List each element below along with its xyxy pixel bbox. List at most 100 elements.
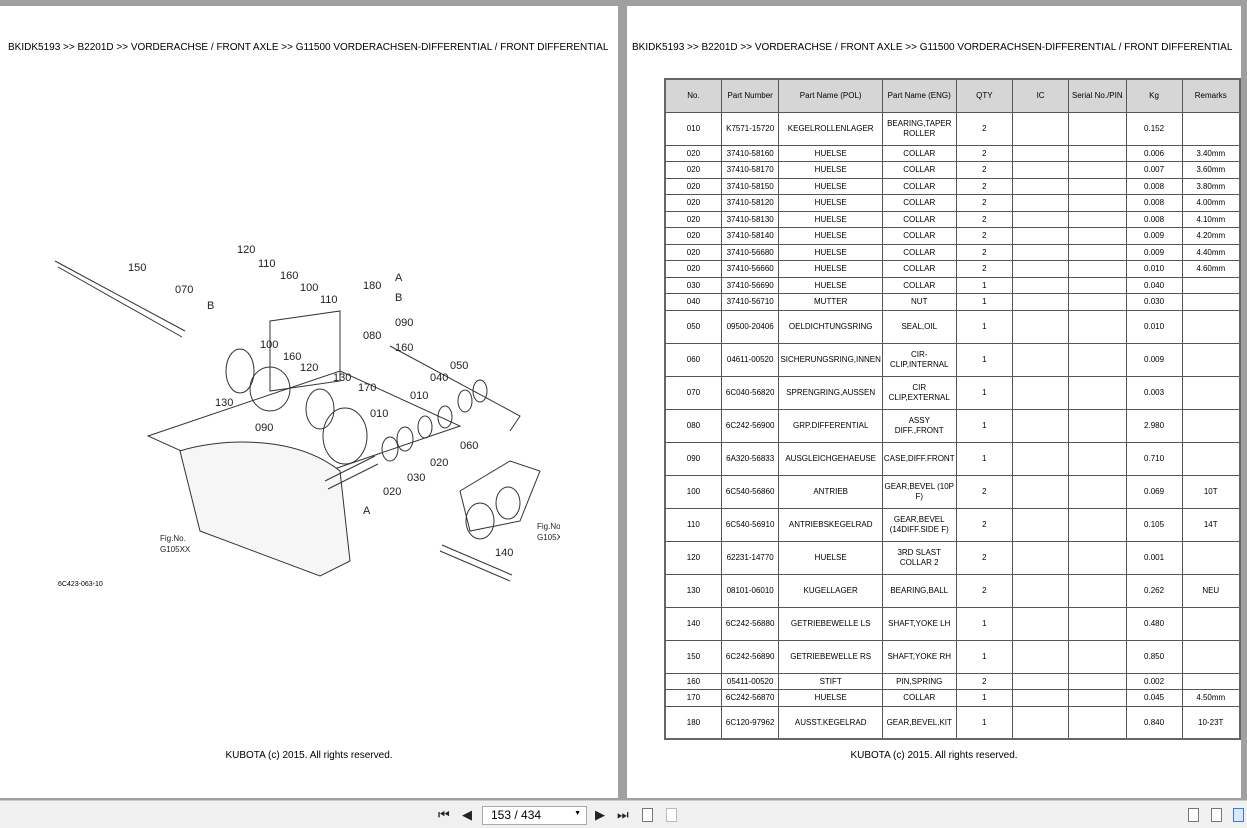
- table-cell: [1181, 606, 1241, 641]
- callout-label: 160: [395, 342, 413, 354]
- paste-page-icon[interactable]: [666, 808, 677, 822]
- table-cell: [1068, 293, 1127, 311]
- table-cell: [1068, 144, 1127, 162]
- table-cell: 37410-58120: [720, 194, 780, 212]
- table-cell: 1: [955, 309, 1014, 344]
- table-cell: [1068, 639, 1127, 674]
- table-cell: [1012, 639, 1070, 674]
- table-cell: 37410-58130: [720, 210, 780, 228]
- table-cell: COLLAR: [881, 243, 957, 261]
- table-cell: [1068, 672, 1127, 690]
- callout-label: 070: [175, 284, 193, 296]
- table-cell: 0.007: [1125, 161, 1183, 179]
- callout-label: 030: [407, 472, 425, 484]
- column-header: Serial No./PIN: [1068, 78, 1127, 113]
- table-cell: [1012, 194, 1070, 212]
- table-cell: [1068, 161, 1127, 179]
- table-cell: 0.710: [1125, 441, 1183, 476]
- table-cell: NUT: [881, 293, 957, 311]
- table-cell: 2: [955, 144, 1014, 162]
- table-cell: 6C540-56910: [720, 507, 780, 542]
- table-cell: [1181, 408, 1241, 443]
- table-cell: COLLAR: [881, 161, 957, 179]
- single-page-view-icon[interactable]: [1188, 808, 1199, 822]
- table-cell: HUELSE: [778, 540, 883, 575]
- drawing-code: 6C423-063-10: [58, 581, 103, 588]
- copyright-footer: KUBOTA (c) 2015. All rights reserved.: [225, 750, 393, 761]
- table-cell: HUELSE: [778, 194, 883, 212]
- table-cell: 2: [955, 210, 1014, 228]
- table-cell: 160: [664, 672, 722, 690]
- first-page-button[interactable]: ⏮: [438, 807, 450, 822]
- table-cell: 1: [955, 639, 1014, 674]
- table-cell: [1068, 540, 1127, 575]
- table-cell: 2: [955, 227, 1014, 245]
- callout-label: 060: [460, 440, 478, 452]
- table-cell: 180: [664, 705, 722, 740]
- breadcrumb: BKIDK5193 >> B2201D >> VORDERACHSE / FRO…: [8, 42, 608, 53]
- table-cell: 4.00mm: [1181, 194, 1241, 212]
- table-cell: 6A320-56833: [720, 441, 780, 476]
- table-cell: 08101-06010: [720, 573, 780, 608]
- last-page-button[interactable]: ⏭: [617, 807, 629, 822]
- column-header: Part Name (ENG): [881, 78, 957, 113]
- next-page-button[interactable]: ▶: [595, 807, 605, 822]
- table-cell: 3RD SLAST COLLAR 2: [881, 540, 957, 575]
- callout-label: 130: [215, 397, 233, 409]
- copy-page-icon[interactable]: [642, 808, 653, 822]
- table-cell: 170: [664, 689, 722, 707]
- table-cell: 3.40mm: [1181, 144, 1241, 162]
- table-cell: BEARING,BALL: [881, 573, 957, 608]
- table-cell: 37410-58150: [720, 177, 780, 195]
- table-cell: 6C120-97962: [720, 705, 780, 740]
- table-cell: CIR CLIP,EXTERNAL: [881, 375, 957, 410]
- table-cell: 10T: [1181, 474, 1241, 509]
- callout-label: G105XX: [160, 545, 191, 554]
- table-cell: 1: [955, 408, 1014, 443]
- table-cell: 0.045: [1125, 689, 1183, 707]
- table-cell: 020: [664, 260, 722, 278]
- table-cell: 37410-56690: [720, 276, 780, 294]
- callout-label: A: [395, 272, 403, 284]
- table-cell: 100: [664, 474, 722, 509]
- table-cell: [1012, 227, 1070, 245]
- callout-label: 110: [320, 294, 338, 306]
- table-cell: 090: [664, 441, 722, 476]
- table-cell: 0.009: [1125, 227, 1183, 245]
- table-cell: COLLAR: [881, 227, 957, 245]
- table-cell: SPRENGRING,AUSSEN: [778, 375, 883, 410]
- table-cell: 0.003: [1125, 375, 1183, 410]
- table-cell: 020: [664, 177, 722, 195]
- table-cell: [1012, 210, 1070, 228]
- table-cell: 0.480: [1125, 606, 1183, 641]
- table-cell: 020: [664, 161, 722, 179]
- table-cell: 14T: [1181, 507, 1241, 542]
- table-cell: [1068, 309, 1127, 344]
- two-page-view-icon[interactable]: [1233, 808, 1244, 822]
- previous-page-button[interactable]: ◀: [462, 807, 472, 822]
- table-cell: [1012, 111, 1070, 146]
- table-cell: 0.009: [1125, 342, 1183, 377]
- table-cell: HUELSE: [778, 243, 883, 261]
- table-cell: 0.010: [1125, 260, 1183, 278]
- table-cell: 0.030: [1125, 293, 1183, 311]
- table-cell: 0.040: [1125, 276, 1183, 294]
- table-cell: ANTRIEBSKEGELRAD: [778, 507, 883, 542]
- callout-label: G105XX: [537, 533, 560, 542]
- table-cell: [1068, 507, 1127, 542]
- table-cell: HUELSE: [778, 227, 883, 245]
- exploded-diagram: 150070B120110160100110100160120130090180…: [54, 244, 560, 582]
- callout-label: 160: [280, 270, 298, 282]
- table-cell: 1: [955, 375, 1014, 410]
- table-cell: GEAR,BEVEL (14DIFF.SIDE F): [881, 507, 957, 542]
- continuous-view-icon[interactable]: [1211, 808, 1222, 822]
- page-number-select[interactable]: 153 / 434▼: [482, 806, 587, 825]
- table-cell: [1181, 293, 1241, 311]
